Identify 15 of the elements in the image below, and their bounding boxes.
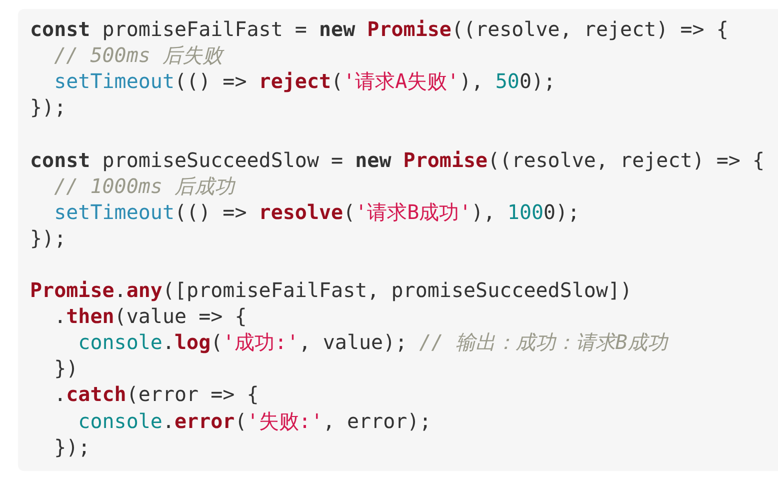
code-line: console.error('失败:', error);	[78, 408, 432, 434]
code-line: });	[30, 224, 66, 251]
code-line: console.log('成功:', value); // 输出：成功：请求B成功	[78, 329, 668, 356]
code-line: const promiseSucceedSlow = new Promise((resolve, reject) => {	[30, 146, 765, 172]
code-line: });	[30, 94, 66, 120]
code-line: setTimeout(() => resolve('请求B成功'), 1000);	[54, 198, 580, 225]
code-line: Promise.any([promiseFailFast, promiseSucceedSlow])	[30, 277, 632, 303]
code-line: const promiseFailFast = new Promise((resolve, reject) => {	[30, 16, 728, 42]
code-line: })	[54, 355, 78, 382]
code-line: // 500ms 后失败	[54, 42, 222, 68]
code-line: .catch(error => {	[54, 381, 259, 408]
code-line: // 1000ms 后成功	[54, 172, 234, 199]
code-line: setTimeout(() => reject('请求A失败'), 500);	[54, 68, 556, 94]
code-line: .then(value => {	[54, 303, 247, 330]
code-line: });	[54, 434, 90, 460]
